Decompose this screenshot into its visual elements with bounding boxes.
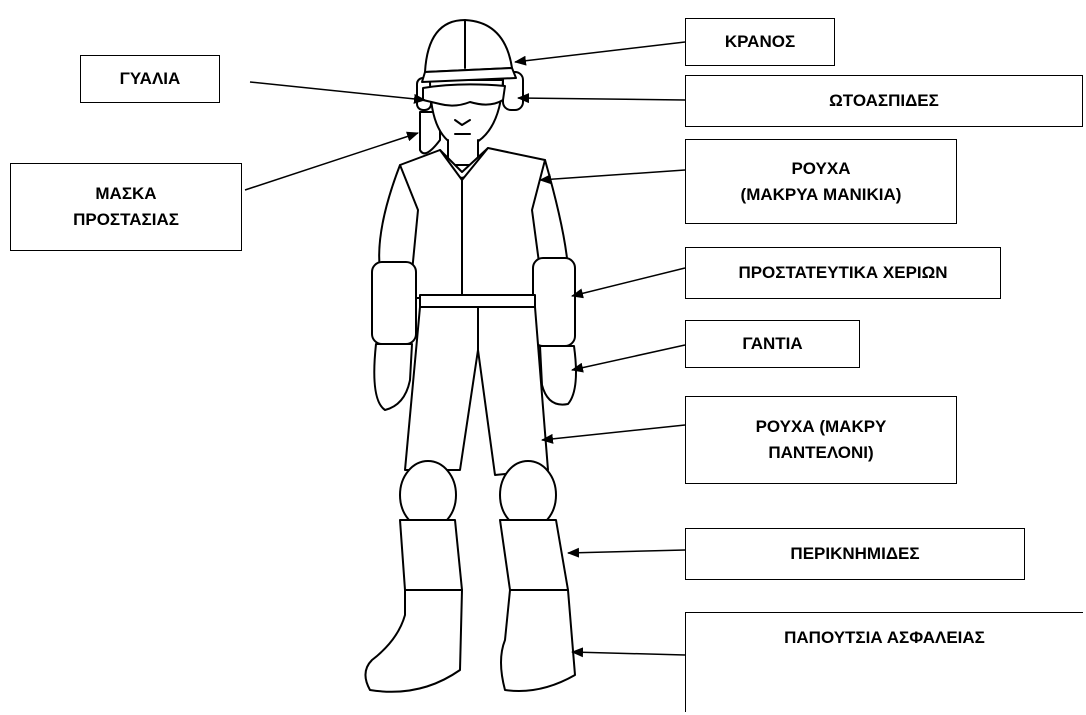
arrow-clothing-pants	[542, 425, 685, 440]
arrow-glasses	[250, 82, 425, 100]
arrow-leg-guards	[568, 550, 685, 553]
arrow-safety-boots	[572, 652, 685, 655]
worker-illustration	[365, 20, 576, 692]
arrow-gloves	[572, 345, 685, 370]
arrow-ear-protectors	[518, 98, 685, 100]
label-leg-guards: ΠΕΡΙΚΝΗΜΙΔΕΣ	[685, 528, 1025, 580]
label-safety-boots: ΠΑΠΟΥΤΣΙΑ ΑΣΦΑΛΕΙΑΣ	[685, 612, 1083, 712]
arrow-helmet	[515, 42, 685, 62]
arrow-arm-protectors	[572, 268, 685, 296]
label-clothing-pants: ΡΟΥΧΑ (ΜΑΚΡΥ ΠΑΝΤΕΛΟΝΙ)	[685, 396, 957, 484]
label-face-mask: ΜΑΣΚΑ ΠΡΟΣΤΑΣΙΑΣ	[10, 163, 242, 251]
label-ear-protectors: ΩΤΟΑΣΠΙΔΕΣ	[685, 75, 1083, 127]
label-clothing-sleeves: ΡΟΥΧΑ (ΜΑΚΡΥΑ ΜΑΝΙΚΙΑ)	[685, 139, 957, 224]
arrow-face-mask	[245, 133, 418, 190]
label-glasses: ΓΥΑΛΙΑ	[80, 55, 220, 103]
label-gloves: ΓΑΝΤΙΑ	[685, 320, 860, 368]
arrow-clothing-sleeves	[540, 170, 685, 180]
label-helmet: ΚΡΑΝΟΣ	[685, 18, 835, 66]
label-arm-protectors: ΠΡΟΣΤΑΤΕΥΤΙΚΑ ΧΕΡΙΩΝ	[685, 247, 1001, 299]
